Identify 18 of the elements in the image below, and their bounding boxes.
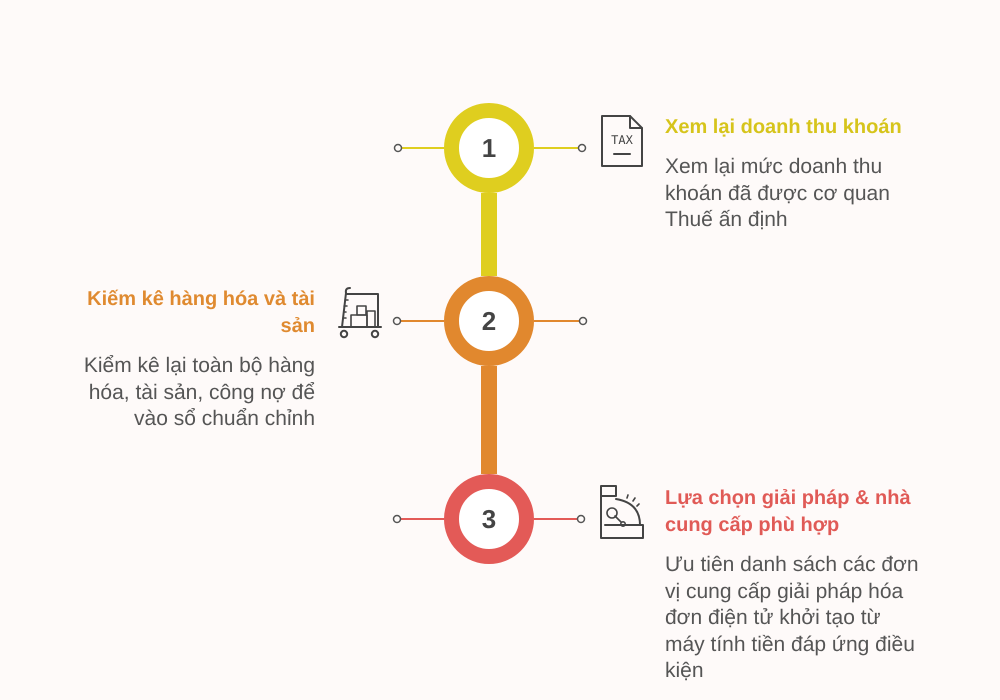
connector-bar bbox=[481, 366, 497, 474]
step-description: Kiểm kê lại toàn bộ hàng hóa, tài sản, công nợ để vào sổ chuẩn chỉnh bbox=[82, 353, 315, 432]
step-number: 3 bbox=[482, 504, 496, 534]
connector-line bbox=[394, 144, 444, 152]
step-heading: Xem lại doanh thu khoán bbox=[665, 115, 903, 140]
connector-line bbox=[534, 514, 586, 524]
connector-bar bbox=[481, 193, 497, 276]
step-description: Ưu tiên danh sách các đơn vị cung cấp giải pháp hóa đơn điện tử khởi tạo từ máy tính tiền đáp ứng điều kiện bbox=[665, 552, 920, 684]
step-description: Xem lại mức doanh thu khoán đã được cơ quan Thuế ấn định bbox=[665, 154, 891, 233]
step-number: 1 bbox=[482, 133, 496, 163]
step-heading: Kiếm kê hàng hóa và tài sản bbox=[86, 287, 315, 339]
connector-line bbox=[392, 316, 444, 326]
icon-label: TAX bbox=[610, 133, 634, 147]
step-heading: Lựa chọn giải pháp & nhà cung cấp phù hợp bbox=[665, 486, 912, 538]
connector-line bbox=[534, 316, 588, 326]
connector-line bbox=[534, 144, 586, 152]
step-number: 2 bbox=[482, 306, 496, 336]
connector-line bbox=[392, 514, 444, 524]
